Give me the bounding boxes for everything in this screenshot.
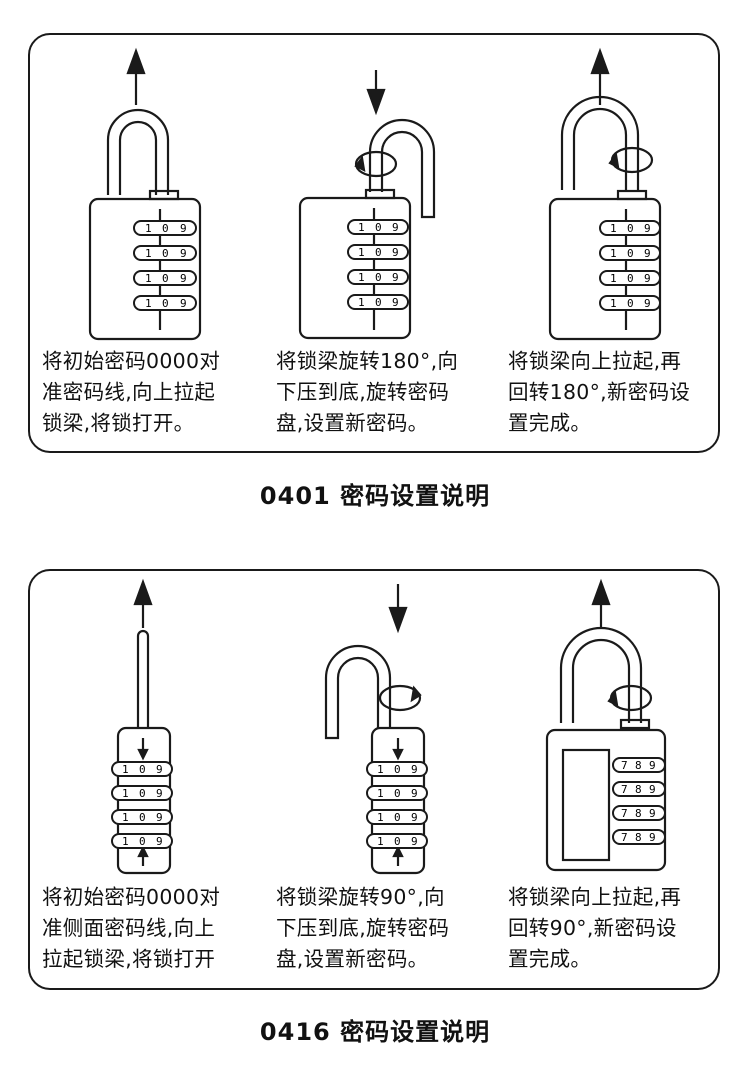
svg-text:1: 1 xyxy=(145,272,152,285)
section-title-0401: 0401 密码设置说明 xyxy=(259,482,491,510)
svg-text:9: 9 xyxy=(156,811,163,824)
svg-text:9: 9 xyxy=(180,272,187,285)
section-title-0416: 0416 密码设置说明 xyxy=(259,1018,491,1046)
svg-text:9: 9 xyxy=(392,271,399,284)
step-caption-5: 将锁梁旋转90°,向 下压到底,旋转密码 盘,设置新密码。 xyxy=(276,885,450,971)
svg-text:1: 1 xyxy=(610,222,617,235)
svg-text:7: 7 xyxy=(621,783,628,796)
svg-text:1: 1 xyxy=(358,221,365,234)
svg-text:1: 1 xyxy=(610,247,617,260)
svg-text:0: 0 xyxy=(162,272,169,285)
svg-text:9: 9 xyxy=(411,811,418,824)
svg-text:9: 9 xyxy=(392,296,399,309)
svg-text:0: 0 xyxy=(375,271,382,284)
svg-text:0: 0 xyxy=(627,222,634,235)
svg-text:0: 0 xyxy=(394,787,401,800)
svg-text:9: 9 xyxy=(411,835,418,848)
svg-text:0: 0 xyxy=(162,297,169,310)
svg-text:1: 1 xyxy=(358,271,365,284)
svg-text:1: 1 xyxy=(122,835,129,848)
svg-text:0: 0 xyxy=(627,247,634,260)
svg-text:9: 9 xyxy=(156,835,163,848)
svg-text:1: 1 xyxy=(377,787,384,800)
svg-text:0: 0 xyxy=(139,835,146,848)
svg-text:7: 7 xyxy=(621,807,628,820)
svg-text:8: 8 xyxy=(635,759,642,772)
svg-text:9: 9 xyxy=(392,221,399,234)
svg-text:9: 9 xyxy=(644,222,651,235)
svg-text:9: 9 xyxy=(156,763,163,776)
svg-text:1: 1 xyxy=(377,763,384,776)
svg-text:9: 9 xyxy=(411,763,418,776)
step-caption-6: 将锁梁向上拉起,再 回转90°,新密码设 置完成。 xyxy=(508,885,682,971)
svg-text:0: 0 xyxy=(139,787,146,800)
svg-text:0: 0 xyxy=(139,811,146,824)
svg-text:9: 9 xyxy=(180,297,187,310)
svg-text:9: 9 xyxy=(644,247,651,260)
svg-text:0: 0 xyxy=(394,763,401,776)
svg-text:9: 9 xyxy=(649,783,656,796)
svg-text:7: 7 xyxy=(621,831,628,844)
svg-text:1: 1 xyxy=(358,246,365,259)
svg-text:1: 1 xyxy=(145,222,152,235)
svg-text:0: 0 xyxy=(162,222,169,235)
svg-text:8: 8 xyxy=(635,783,642,796)
svg-text:0: 0 xyxy=(627,297,634,310)
svg-text:9: 9 xyxy=(180,247,187,260)
svg-text:1: 1 xyxy=(122,787,129,800)
svg-text:0: 0 xyxy=(162,247,169,260)
instruction-panel-0416 xyxy=(28,569,720,990)
svg-text:0: 0 xyxy=(375,296,382,309)
svg-text:8: 8 xyxy=(635,807,642,820)
svg-text:0: 0 xyxy=(139,763,146,776)
svg-text:1: 1 xyxy=(122,811,129,824)
svg-text:1: 1 xyxy=(377,835,384,848)
svg-text:0: 0 xyxy=(394,811,401,824)
svg-text:0: 0 xyxy=(375,221,382,234)
svg-text:9: 9 xyxy=(411,787,418,800)
svg-text:9: 9 xyxy=(649,759,656,772)
svg-text:9: 9 xyxy=(649,807,656,820)
svg-text:1: 1 xyxy=(610,272,617,285)
step-caption-1: 将初始密码0000对 准密码线,向上拉起 锁梁,将锁打开。 xyxy=(42,349,221,435)
svg-text:0: 0 xyxy=(627,272,634,285)
svg-text:9: 9 xyxy=(644,297,651,310)
svg-text:0: 0 xyxy=(375,246,382,259)
svg-text:9: 9 xyxy=(156,787,163,800)
svg-text:9: 9 xyxy=(649,831,656,844)
svg-text:1: 1 xyxy=(145,247,152,260)
step-caption-4: 将初始密码0000对 准侧面密码线,向上 拉起锁梁,将锁打开 xyxy=(42,885,221,971)
instruction-panel-0401 xyxy=(28,33,720,453)
step-caption-3: 将锁梁向上拉起,再 回转180°,新密码设 置完成。 xyxy=(508,349,691,435)
svg-text:1: 1 xyxy=(610,297,617,310)
svg-text:9: 9 xyxy=(644,272,651,285)
svg-text:9: 9 xyxy=(180,222,187,235)
svg-text:1: 1 xyxy=(145,297,152,310)
svg-text:0: 0 xyxy=(394,835,401,848)
svg-text:8: 8 xyxy=(635,831,642,844)
svg-text:9: 9 xyxy=(392,246,399,259)
svg-text:1: 1 xyxy=(358,296,365,309)
svg-text:1: 1 xyxy=(122,763,129,776)
step-caption-2: 将锁梁旋转180°,向 下压到底,旋转密码 盘,设置新密码。 xyxy=(276,349,459,435)
svg-text:1: 1 xyxy=(377,811,384,824)
svg-text:7: 7 xyxy=(621,759,628,772)
